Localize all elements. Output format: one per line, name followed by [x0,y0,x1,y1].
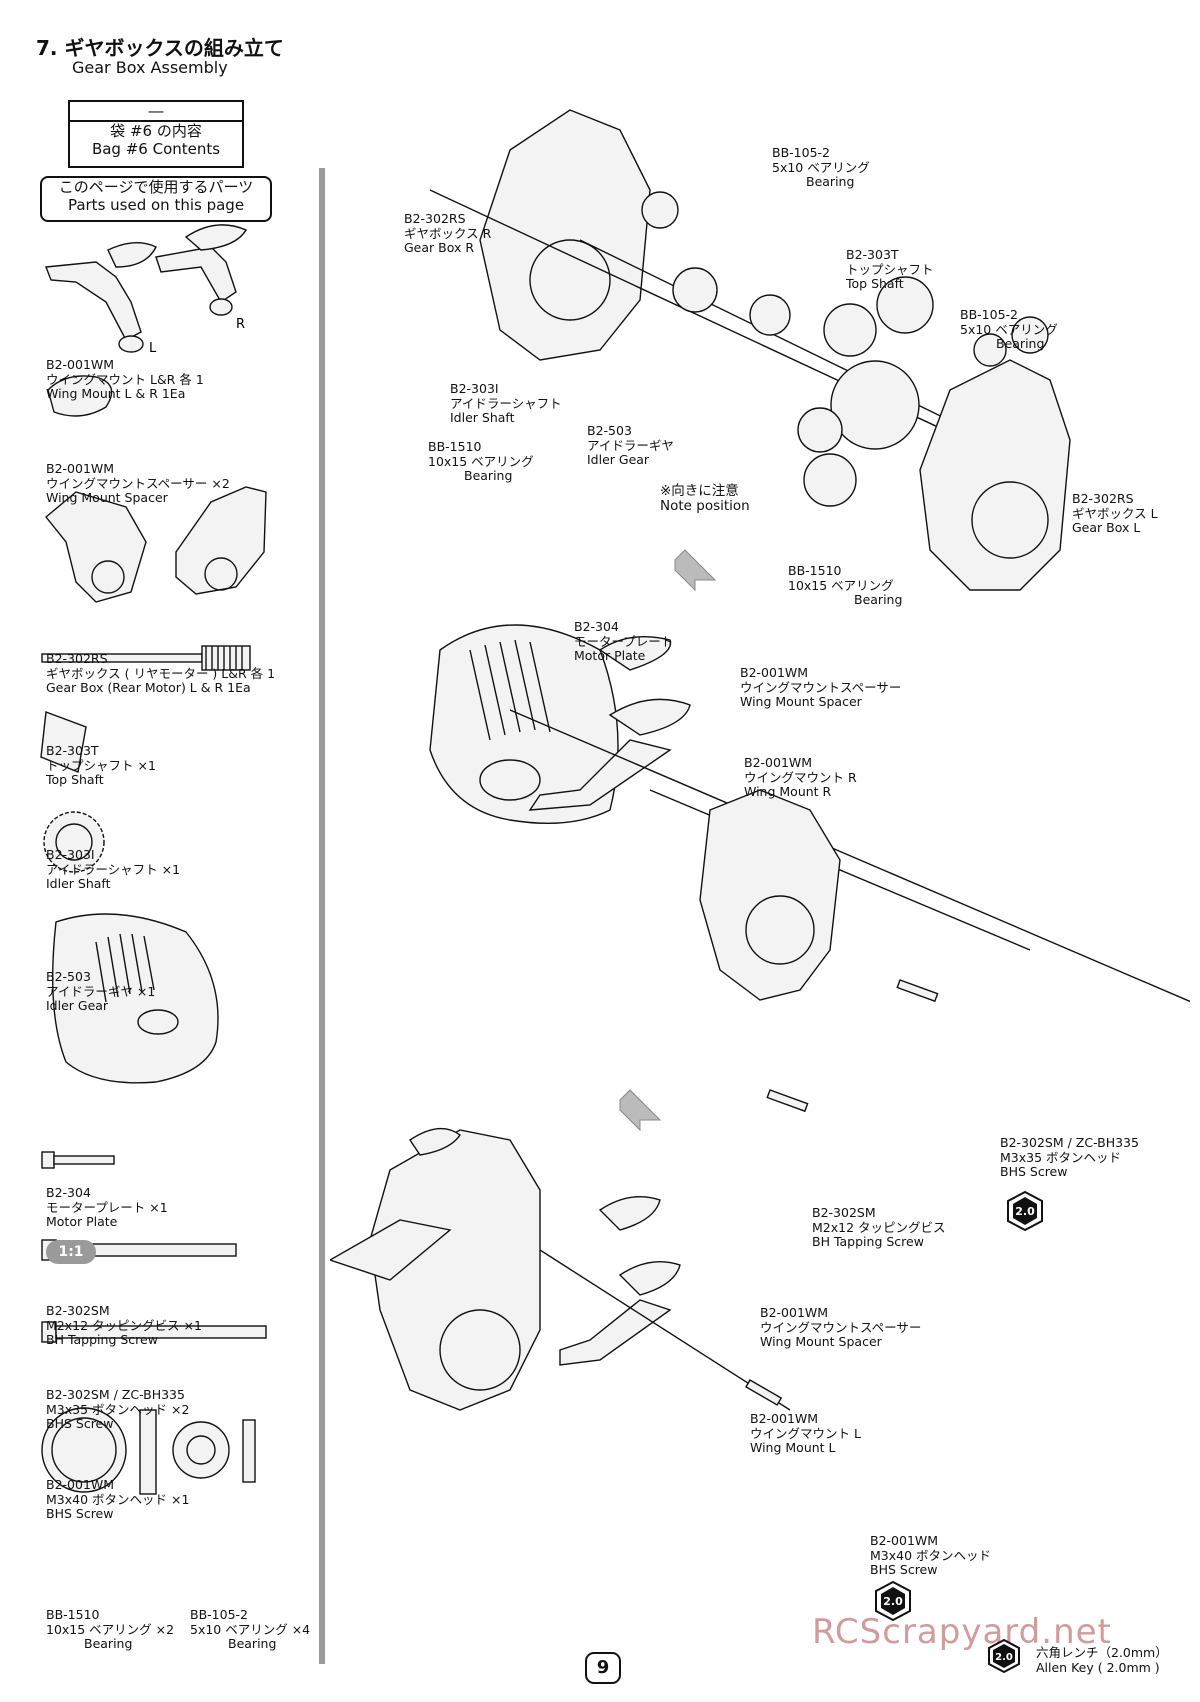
top-shaft-drawing [41,645,251,671]
svg-text:2.0: 2.0 [1015,1205,1035,1218]
bag-label-en: Bag #6 Contents [91,140,221,158]
page-title: 7. ギヤボックスの組み立て [36,36,284,60]
page-number: 9 [585,1652,621,1684]
label-r: R [236,317,245,332]
wing-mount-l-r-drawing [45,224,248,353]
svg-text:2.0: 2.0 [883,1595,903,1608]
allen-key-icon: 2.0 [988,1638,1020,1674]
page-subtitle: Gear Box Assembly [72,58,228,77]
parts-illustrations: L R [40,224,267,1495]
parts-used-box: このページで使用するパーツ Parts used on this page [40,176,272,222]
bag-dash: ― [70,102,242,122]
allen-key-icon: 2.0 [1007,1190,1043,1232]
bearings-drawing [41,1407,256,1495]
column-divider [319,168,325,1664]
bag-contents-box: ― 袋 #6 の内容 Bag #6 Contents [68,100,244,168]
assembly-diagram [330,109,1190,1411]
tool-legend: 六角レンチ（2.0mm）Allen Key ( 2.0mm ) [1036,1645,1168,1675]
parts-used-en: Parts used on this page [67,196,245,214]
svg-text:2.0: 2.0 [995,1652,1013,1663]
allen-key-icon: 2.0 [875,1580,911,1622]
label-l: L [149,341,157,356]
motor-plate-drawing [51,913,219,1084]
idler-shaft-drawing [40,711,87,773]
gearbox-drawing [45,486,267,603]
step-arrow [619,1089,662,1132]
parts-used-jp: このページで使用するパーツ [58,178,254,196]
step1-drawing [429,109,1071,591]
bag-label-jp: 袋 #6 の内容 [110,122,202,140]
step3-drawing [330,1127,791,1411]
step2-drawing [429,624,1190,1113]
idler-gear-drawing [43,811,105,873]
wing-mount-spacer-drawing [47,375,113,417]
step-arrow [674,549,717,592]
watermark: RCScrapyard.net [812,1612,1112,1652]
scale-badge: 1:1 [46,1240,96,1264]
